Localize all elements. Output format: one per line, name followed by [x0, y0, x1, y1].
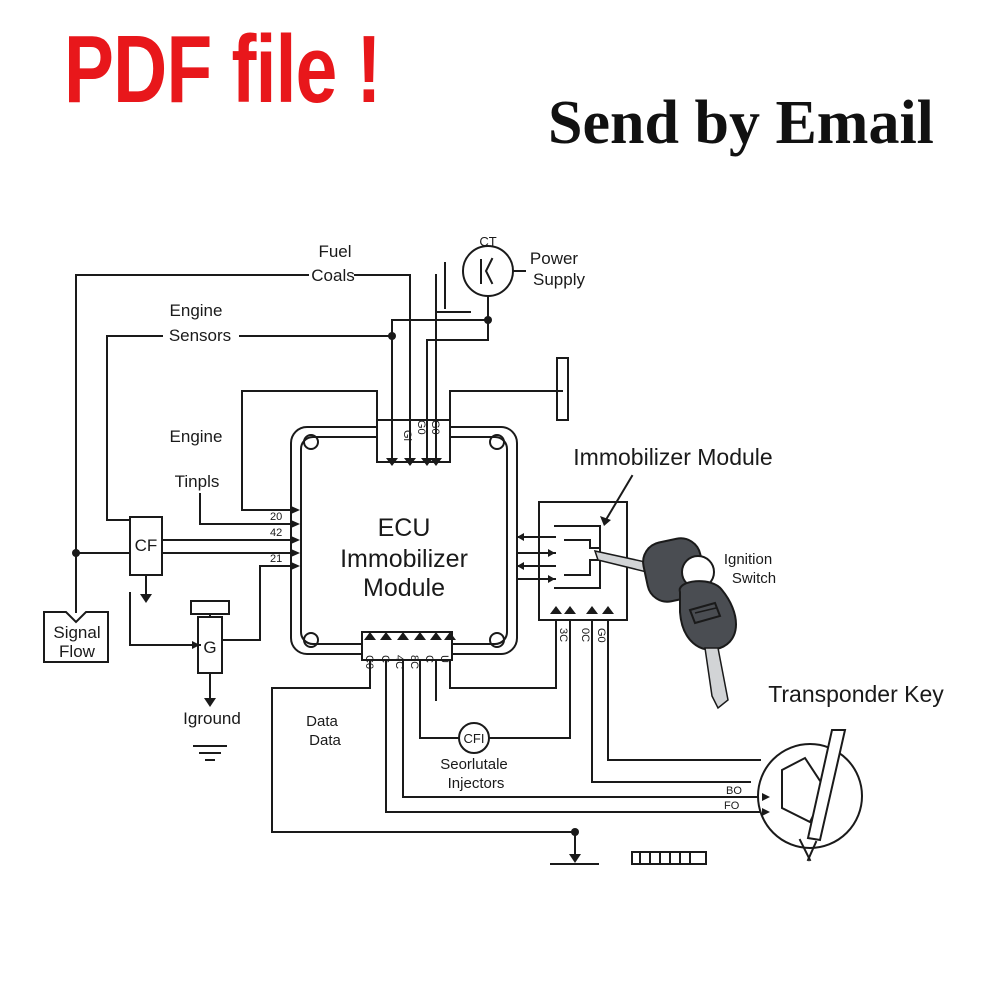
engine-sensors-line2: Sensors: [169, 326, 231, 345]
immobilizer-module-label: Immobilizer Module: [573, 444, 772, 470]
injectors-line1: Seorlutale: [440, 756, 508, 773]
transponder-key-shaft: [806, 729, 847, 842]
power-supply-line1: Power: [530, 249, 579, 268]
fuse-bar: [556, 357, 569, 421]
pin-label-immobilizer: 3C: [557, 628, 569, 642]
ignition-switch-line2: Switch: [732, 570, 776, 587]
pin-label-bottom: U: [438, 655, 450, 663]
cf-label: CF: [135, 536, 158, 555]
pin-label-ring: FO: [724, 800, 740, 812]
pin-label-top: Gl: [401, 430, 413, 441]
injectors-line2: Injectors: [448, 775, 505, 792]
pin-label-bottom: C: [423, 655, 435, 663]
pin-label-ring: BO: [726, 785, 742, 797]
cf-box: [129, 516, 163, 576]
g-cap: [190, 600, 230, 615]
pin-label-immobilizer: 0C: [579, 628, 591, 642]
pin-label-top: G0: [415, 420, 427, 435]
pin-label-bottom: C: [379, 655, 391, 663]
ecu-label-line2: Immobilizer: [340, 545, 468, 573]
engine-tinpls-line2: Tinpls: [175, 472, 220, 491]
ecu-mount-hole: [489, 632, 505, 648]
ecu-label-line1: ECU: [378, 514, 431, 542]
cfi-label: CFI: [464, 731, 485, 746]
fuel-label-line1: Fuel: [318, 242, 351, 261]
ecu-label-line3: Module: [363, 574, 445, 602]
signal-flow-box: [43, 611, 109, 663]
cfi-circle: [458, 722, 490, 754]
transponder-key-label: Transponder Key: [768, 681, 944, 707]
car-key-illustration: [593, 537, 737, 710]
ecu-mount-hole: [303, 434, 319, 450]
iground-label: Iground: [183, 709, 241, 728]
pin-label-left: 42: [270, 527, 282, 539]
pin-label-bottom: 8C: [408, 655, 420, 669]
pin-label-top: G0: [429, 420, 441, 435]
power-supply-line2: Supply: [533, 270, 585, 289]
pdf-file-title: PDF file !: [64, 16, 381, 123]
ct-circle: [462, 245, 514, 297]
ecu-mount-hole: [303, 632, 319, 648]
ct-label: CT: [479, 234, 496, 249]
ignition-switch-line1: Ignition: [724, 551, 772, 568]
ecu-top-connector: [376, 419, 451, 463]
pin-label-bottom: 4C: [393, 655, 405, 669]
g-label: G: [203, 638, 216, 657]
ecu-mount-hole: [489, 434, 505, 450]
data-label-line2: Data: [309, 732, 341, 749]
fuel-label-line2: Coals: [311, 266, 354, 285]
engine-sensors-line1: Engine: [170, 301, 223, 320]
signal-flow-wire: [75, 274, 309, 613]
pin-label-bottom: C0: [363, 655, 375, 669]
signal-flow-line2: Flow: [59, 642, 96, 661]
signal-flow-line1: Signal: [53, 623, 100, 642]
pin-label-left: 20: [270, 511, 282, 523]
data-label-line1: Data: [306, 713, 338, 730]
engine-tinpls-line1: Engine: [170, 427, 223, 446]
pin-label-immobilizer: G0: [595, 628, 607, 643]
send-by-email-title: Send by Email: [548, 89, 934, 157]
pin-label-left: 21: [270, 553, 282, 565]
engine-sensors-wire: [106, 335, 163, 521]
